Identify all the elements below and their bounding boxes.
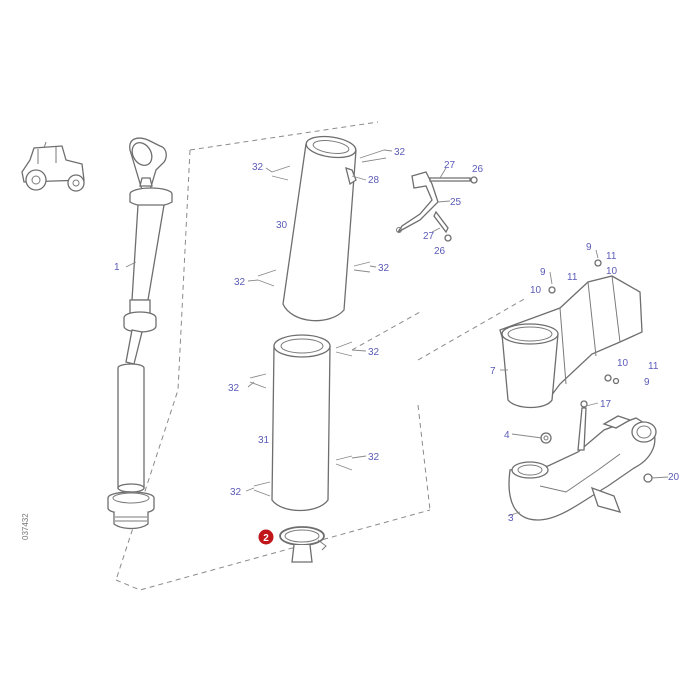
callout-9: 9 bbox=[644, 377, 650, 388]
callout-3: 3 bbox=[508, 513, 514, 524]
callout-26: 26 bbox=[472, 164, 484, 175]
reference-code: 037432 bbox=[21, 513, 30, 540]
part-31-lower-tube bbox=[271, 334, 331, 512]
callout-32: 32 bbox=[368, 347, 380, 358]
callout-9: 9 bbox=[540, 267, 546, 278]
callout-27: 27 bbox=[423, 231, 435, 242]
callout-17: 17 bbox=[600, 399, 612, 410]
callout-32: 32 bbox=[252, 162, 264, 173]
callout-32: 32 bbox=[394, 147, 406, 158]
callout-32: 32 bbox=[234, 277, 246, 288]
callout-30: 30 bbox=[276, 220, 288, 231]
callout-1: 1 bbox=[114, 262, 120, 273]
callout-4: 4 bbox=[504, 430, 510, 441]
part-30-upper-tube bbox=[282, 135, 357, 322]
highlight-badge: 2 bbox=[258, 529, 274, 545]
part-1-exhaust-pipe bbox=[107, 137, 173, 530]
callout-32: 32 bbox=[228, 383, 240, 394]
callout-32: 32 bbox=[378, 263, 390, 274]
callout-11: 11 bbox=[567, 272, 578, 283]
callout-28: 28 bbox=[368, 175, 380, 186]
part-2-clamp bbox=[279, 526, 327, 563]
callout-10: 10 bbox=[606, 266, 618, 277]
part-3-elbow-manifold bbox=[508, 400, 657, 521]
callout-7: 7 bbox=[490, 366, 496, 377]
callout-11: 11 bbox=[648, 361, 659, 372]
callout-32: 32 bbox=[368, 452, 380, 463]
callout-10: 10 bbox=[617, 358, 629, 369]
part-7-outlet-hood bbox=[499, 259, 643, 409]
part-25-bracket bbox=[345, 167, 478, 242]
callout-9: 9 bbox=[586, 242, 592, 253]
callout-26: 26 bbox=[434, 246, 446, 257]
callout-11: 11 bbox=[606, 251, 617, 262]
callout-27: 27 bbox=[444, 160, 456, 171]
highlight-number: 2 bbox=[263, 533, 269, 544]
callout-25: 25 bbox=[450, 197, 462, 208]
callout-20: 20 bbox=[668, 472, 680, 483]
callout-32: 32 bbox=[230, 487, 242, 498]
callout-31: 31 bbox=[258, 435, 270, 446]
callout-labels: 1 3 4 7 9 9 9 10 10 10 11 11 11 17 20 25… bbox=[114, 147, 680, 524]
leader-lines bbox=[125, 149, 669, 517]
callout-10: 10 bbox=[530, 285, 542, 296]
tractor-icon bbox=[21, 141, 85, 192]
